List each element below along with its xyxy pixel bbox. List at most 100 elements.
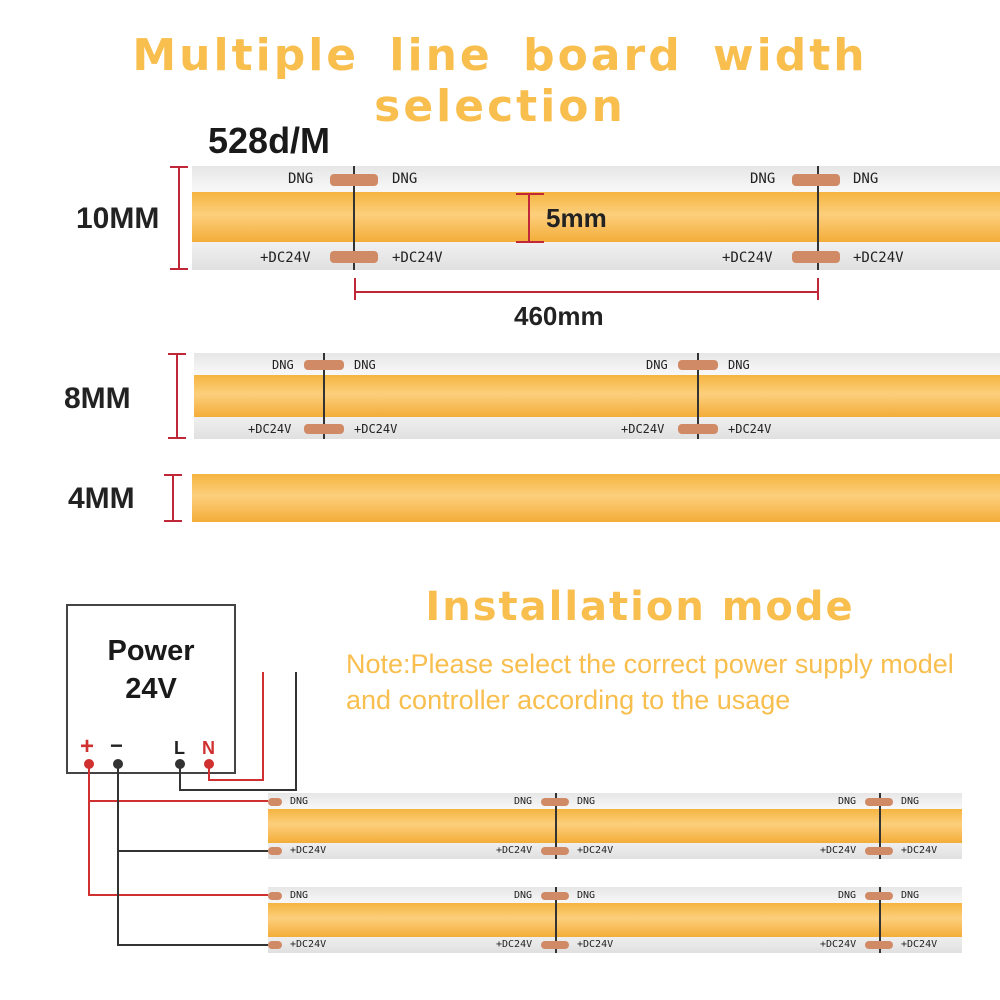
copper-pad [268,892,282,900]
wire-minus [117,764,119,946]
pad-label-dng: DNG [288,171,314,187]
copper-pad [541,892,569,900]
pad-label-dc24v: +DC24V [722,250,773,266]
wire-plus [88,764,90,896]
dimension-tick-bottom-10mm [170,268,188,270]
led-band [268,903,962,937]
copper-pad [541,941,569,949]
terminal-plus-label: + [80,733,95,760]
copper-pad [330,174,378,186]
dimension-tick [168,437,186,439]
pad-label-dc24v: +DC24V [290,939,327,950]
copper-pad [268,847,282,855]
copper-pad [865,892,893,900]
pad-label-dc24v: +DC24V [248,422,292,436]
pad-label-dc24v: +DC24V [392,250,443,266]
install-strip-2 [268,887,962,953]
dimension-tick [164,520,182,522]
page-title: Multiple line board width selection [132,30,868,132]
pad-label-dng: DNG [838,796,857,807]
pad-label-dng: DNG [577,890,596,901]
cut-line [323,353,325,439]
cut-line [817,166,819,270]
pad-label-dng: DNG [901,890,920,901]
pad-label-dc24v: +DC24V [354,422,398,436]
cut-line [879,887,881,953]
dimension-tick [817,278,819,300]
pad-label-dng: DNG [577,796,596,807]
pad-label-dc24v: +DC24V [901,845,938,856]
pad-label-dng: DNG [853,171,879,187]
wire-plus [88,800,270,802]
wire-n [262,672,264,781]
terminal-l-label: L [174,738,185,758]
wire-l [295,672,297,791]
cut-line [353,166,355,270]
power-title: Power [107,635,195,667]
terminal-minus-label: − [110,733,123,758]
pad-label-dc24v: +DC24V [728,422,772,436]
dimension-tick [164,474,182,476]
pad-label-dng: DNG [750,171,776,187]
dimension-tick [168,353,186,355]
inner-width-label: 5mm [546,203,607,233]
wire-l [179,789,297,791]
pad-label-dc24v: +DC24V [820,939,857,950]
dimension-tick [516,241,544,243]
dimension-line-460mm [355,291,818,293]
pad-label-dng: DNG [514,796,533,807]
installation-title: Installation mode [425,584,855,630]
copper-pad [865,798,893,806]
pad-label-dng: DNG [901,796,920,807]
copper-pad [865,847,893,855]
pad-label-dng: DNG [290,796,309,807]
copper-pad [792,174,840,186]
dimension-line-8mm [176,353,178,439]
width-label-4mm: 4MM [68,482,135,515]
wire-l [179,764,181,791]
led-band-8mm [194,375,1000,417]
terminal-n-label: N [202,738,215,758]
cut-line [879,793,881,859]
copper-pad [304,360,344,370]
copper-pad [541,798,569,806]
cut-line [555,793,557,859]
strip-8mm [194,353,1000,439]
wire-plus [88,894,270,896]
copper-pad [304,424,344,434]
wire-minus [117,944,270,946]
pad-label-dc24v: +DC24V [853,250,904,266]
pad-label-dc24v: +DC24V [901,939,938,950]
copper-pad [792,251,840,263]
led-band-10mm [192,192,1000,242]
installation-note: Note:Please select the correct power sup… [346,649,954,715]
cut-line [555,887,557,953]
pad-label-dc24v: +DC24V [290,845,327,856]
power-supply-box: Power 24V [66,604,236,774]
dimension-tick [516,193,544,195]
strip-10mm [192,166,1000,270]
pad-label-dng: DNG [514,890,533,901]
pad-label-dng: DNG [838,890,857,901]
dimension-line-10mm [178,166,180,270]
pad-label-dng: DNG [272,358,294,372]
strip-4mm [192,474,1000,522]
width-label-8mm: 8MM [64,382,131,415]
pad-label-dc24v: +DC24V [260,250,311,266]
pad-label-dng: DNG [354,358,376,372]
cut-line [697,353,699,439]
pad-label-dng: DNG [392,171,418,187]
led-band [268,809,962,843]
pad-label-dc24v: +DC24V [577,939,614,950]
pad-label-dc24v: +DC24V [820,845,857,856]
width-label-10mm: 10MM [76,202,160,235]
pad-label-dng: DNG [646,358,668,372]
copper-pad [541,847,569,855]
copper-pad [268,941,282,949]
dimension-tick-top-10mm [170,166,188,168]
power-voltage: 24V [125,673,177,705]
install-strip-1 [268,793,962,859]
copper-pad [330,251,378,263]
copper-pad [678,360,718,370]
wire-n [208,764,210,780]
